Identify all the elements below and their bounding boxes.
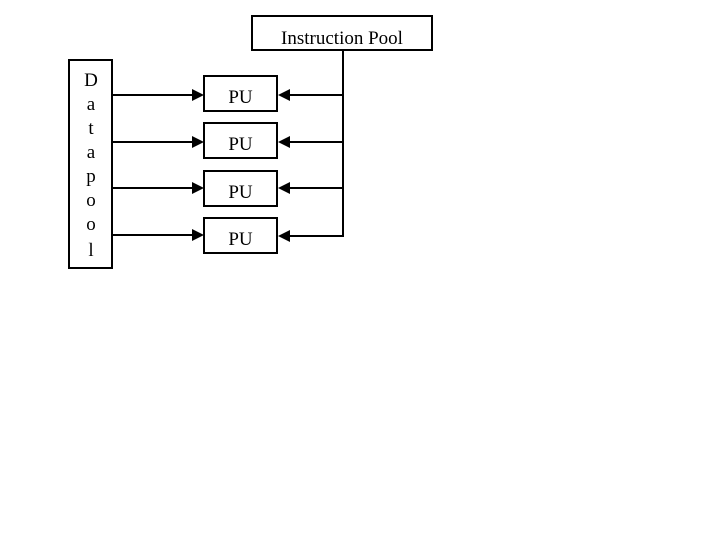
pu-label: PU xyxy=(228,134,253,155)
instruction-arrowhead xyxy=(278,89,290,101)
data-pool-letter: a xyxy=(87,142,96,163)
data-arrowhead xyxy=(192,182,204,194)
data-arrowhead xyxy=(192,136,204,148)
instruction-pool-label: Instruction Pool xyxy=(281,28,403,49)
data-pool-letter: l xyxy=(88,240,93,261)
data-pool-letter: p xyxy=(86,166,96,187)
pu-box xyxy=(203,75,278,112)
instruction-arrowhead xyxy=(278,136,290,148)
data-pool-letter: o xyxy=(86,214,96,235)
data-pool-letter: t xyxy=(88,118,94,139)
instruction-pool: Instruction Pool xyxy=(251,15,433,51)
instruction-arrowhead xyxy=(278,182,290,194)
pu-box xyxy=(203,170,278,207)
pu-row: PU xyxy=(112,122,343,159)
instruction-arrowhead xyxy=(278,230,290,242)
data-arrowhead xyxy=(192,89,204,101)
data-pool: D a t a p o o l xyxy=(68,59,113,269)
instruction-pool-box xyxy=(251,15,433,51)
pu-row: PU xyxy=(112,217,343,254)
data-pool-box xyxy=(68,59,113,269)
data-pool-letter: o xyxy=(86,190,96,211)
pu-row: PU xyxy=(112,75,343,112)
data-pool-letter: a xyxy=(87,94,96,115)
pu-box xyxy=(203,217,278,254)
pu-row: PU xyxy=(112,170,343,207)
pu-box xyxy=(203,122,278,159)
pu-label: PU xyxy=(228,87,253,108)
pu-label: PU xyxy=(228,229,253,250)
pu-label: PU xyxy=(228,182,253,203)
data-arrowhead xyxy=(192,229,204,241)
data-pool-letter: D xyxy=(84,70,98,91)
